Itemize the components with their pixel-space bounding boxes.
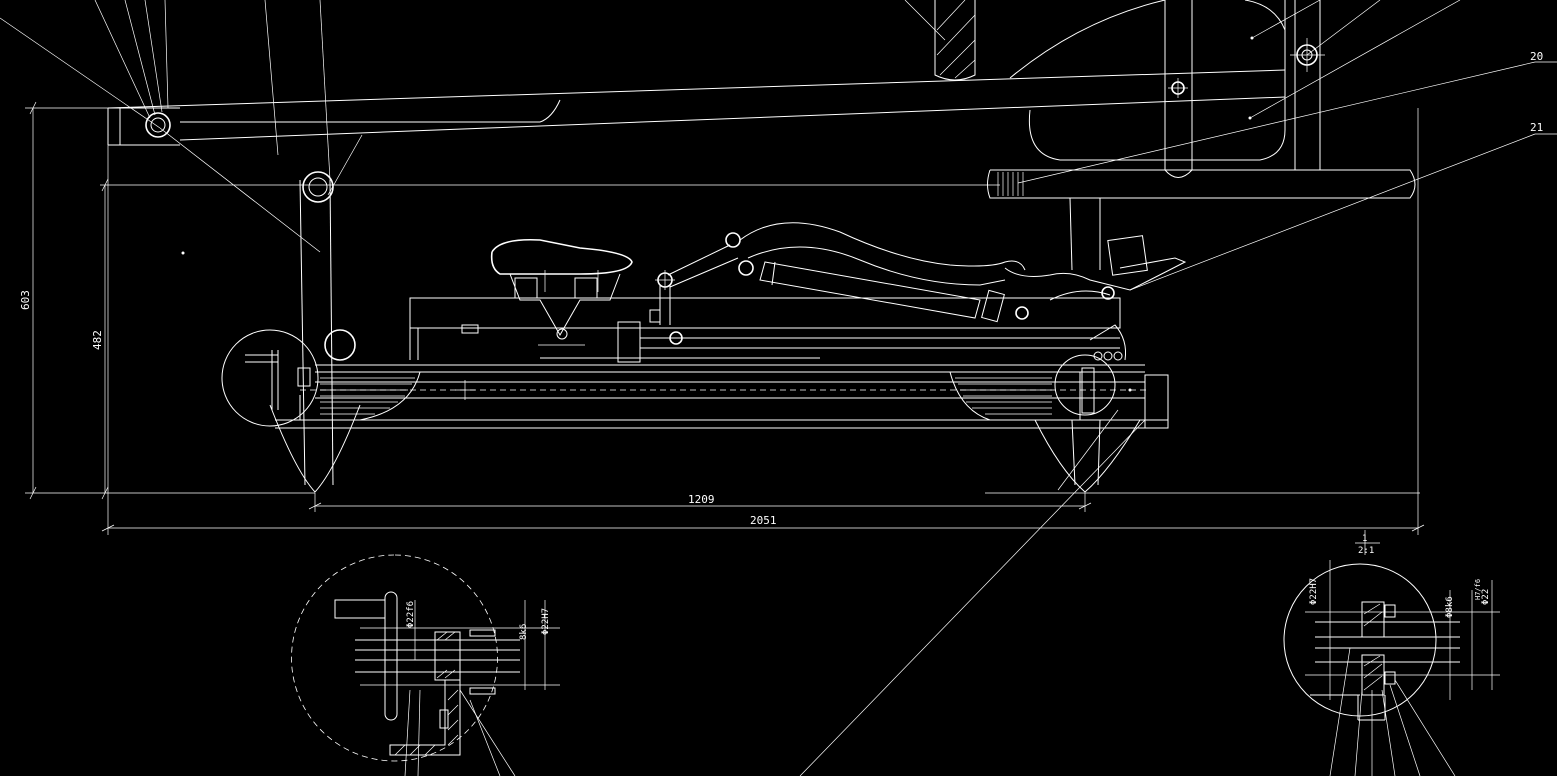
upper-right-assembly [904, 0, 1557, 291]
top-beam [107, 69, 1286, 146]
detail-marker-number: 1 [1362, 534, 1367, 544]
seat [490, 238, 633, 346]
fit-left-shaft: Φ22f6 [406, 601, 416, 628]
dim-text-wheelbase: 1209 [688, 493, 715, 506]
detail-marker [1355, 530, 1380, 555]
fit-right-bearing: Φ8k6 [1445, 596, 1455, 618]
dimension-2051 [101, 108, 1425, 535]
fit-left-hole: Φ22H7 [541, 608, 551, 635]
fit-left-bearing: 8k6 [519, 624, 529, 640]
dimension-1209 [308, 492, 1420, 512]
linkage-arm [649, 222, 1187, 345]
dimension-603 [25, 101, 315, 500]
carriage-frame [181, 251, 1169, 429]
fit-right-shaft: Φ22 [1481, 589, 1491, 605]
detail-left [291, 554, 560, 776]
fit-right-hole: Φ22H7 [1309, 578, 1319, 605]
dim-text-overall-height: 603 [19, 290, 32, 310]
fit-right-tolerance: H7/f6 [1474, 579, 1482, 600]
detail-right [1283, 560, 1500, 776]
detail-marker-scale: 2:1 [1358, 546, 1374, 556]
dimension-482 [100, 178, 1000, 500]
dim-text-inner-height: 482 [91, 330, 104, 350]
right-roller [799, 324, 1146, 776]
dim-text-overall-length: 2051 [750, 514, 777, 527]
part-label-21: 21 [1530, 121, 1543, 134]
left-roller [221, 329, 421, 427]
part-label-20: 20 [1530, 50, 1543, 63]
leader-lines-top-left [0, 0, 363, 253]
